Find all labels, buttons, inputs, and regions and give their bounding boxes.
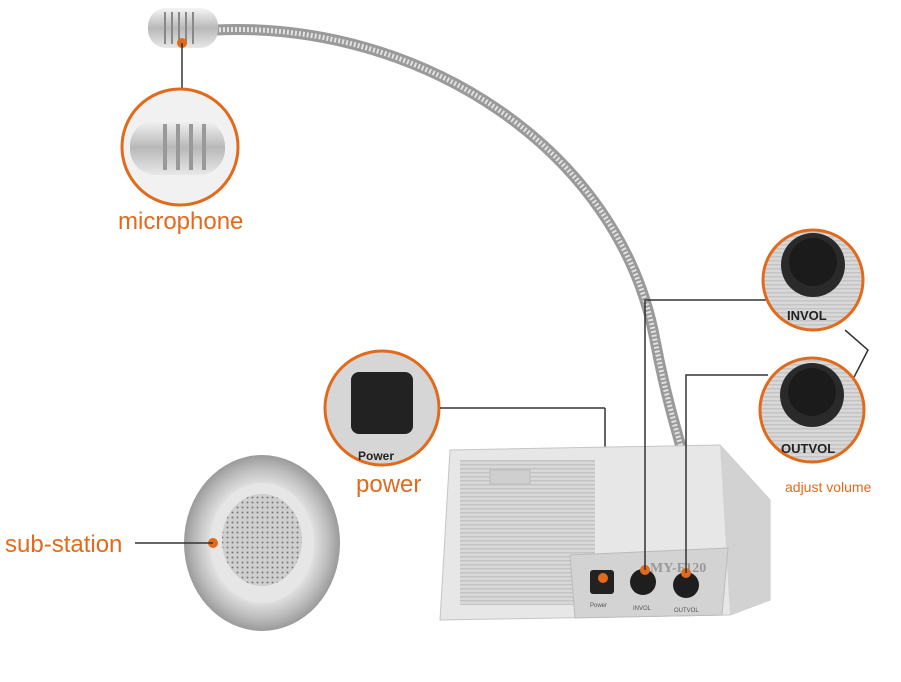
- in-volume-knob[interactable]: [630, 569, 656, 595]
- svg-text:Power: Power: [590, 603, 607, 609]
- svg-text:OUTVOL: OUTVOL: [674, 608, 699, 614]
- invol-callout: INVOL: [761, 228, 865, 332]
- outvol-callout: OUTVOL: [758, 356, 866, 464]
- power-callout: Power: [323, 349, 606, 578]
- microphone-label: microphone: [118, 208, 243, 235]
- out-volume-knob[interactable]: [673, 572, 699, 598]
- volume-leader-lines: [644, 299, 869, 573]
- power-label: power: [356, 471, 421, 498]
- sub-station: [135, 455, 340, 631]
- sub-station-label: sub-station: [5, 531, 122, 558]
- microphone-callout: [120, 87, 240, 207]
- adjust-volume-label: adjust volume: [785, 479, 872, 495]
- svg-text:INVOL: INVOL: [787, 308, 827, 323]
- power-callout-text: Power: [358, 449, 394, 463]
- model-name: MY-F120: [650, 561, 706, 576]
- svg-text:INVOL: INVOL: [633, 606, 652, 612]
- svg-text:OUTVOL: OUTVOL: [781, 441, 835, 456]
- desk-unit: MY-F120 Power INVOL OUTVOL: [439, 444, 771, 621]
- microphone-head: [148, 8, 218, 90]
